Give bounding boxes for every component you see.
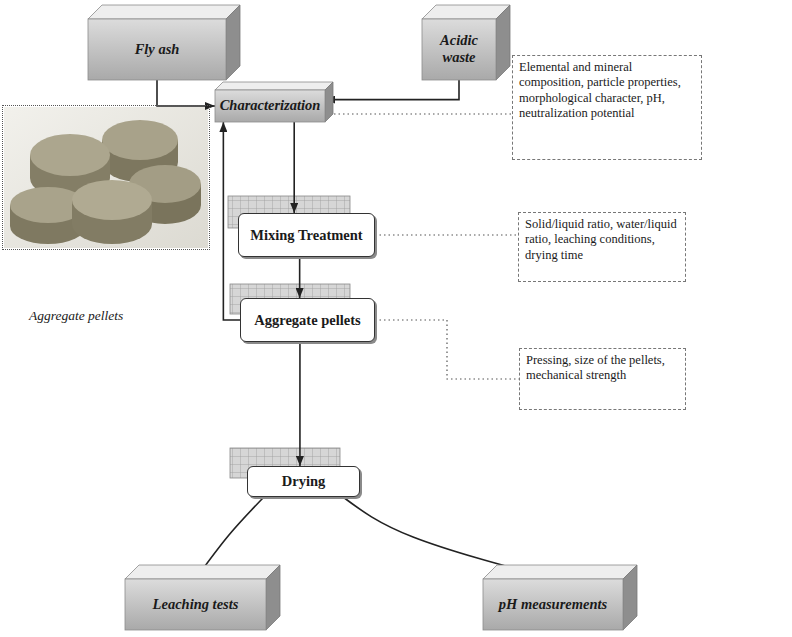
- flow-arrow: [157, 80, 215, 106]
- output-block: Leaching tests: [125, 565, 280, 630]
- block-side: [266, 565, 280, 630]
- leader-line: [325, 113, 512, 114]
- leader-line: [375, 234, 518, 235]
- process-box: Aggregate pellets: [240, 298, 375, 342]
- block-side: [325, 82, 333, 122]
- node-text: Aggregate pellets: [254, 312, 360, 329]
- pellet: [72, 180, 152, 244]
- block-front: [422, 19, 496, 80]
- process-box: Drying: [247, 466, 360, 497]
- step-block: Characterization: [215, 82, 333, 122]
- pellet-photo: [4, 107, 208, 248]
- note-box: Elemental and mineral composition, parti…: [512, 55, 702, 160]
- block-side: [496, 5, 510, 80]
- node-text: Leaching tests: [153, 596, 239, 613]
- node-text: Pressing, size of the pellets, mechanica…: [526, 353, 679, 384]
- node-text: Mixing Treatment: [250, 227, 362, 244]
- photo-frame: Aggregate pellets: [2, 105, 210, 250]
- flow-arrow: [299, 342, 301, 466]
- note-box: Solid/liquid ratio, water/liquid ratio, …: [518, 212, 686, 282]
- node-text: Aggregate pellets: [29, 308, 123, 324]
- block-front: [88, 19, 226, 80]
- note-box: Pressing, size of the pellets, mechanica…: [519, 348, 686, 410]
- block-top: [215, 82, 333, 90]
- output-block: pH measurements: [483, 565, 637, 630]
- block-top: [483, 565, 637, 579]
- block-side: [226, 5, 240, 80]
- node-text: Solid/liquid ratio, water/liquid ratio, …: [525, 217, 679, 263]
- node-text: Drying: [282, 473, 326, 490]
- node-text: Fly ash: [135, 41, 180, 58]
- input-block: Acidic waste: [422, 5, 510, 80]
- flow-arrow: [325, 80, 459, 100]
- block-front: [125, 579, 266, 630]
- flow-arrow: [299, 257, 301, 298]
- block-top: [88, 5, 240, 19]
- node-text: Elemental and mineral composition, parti…: [519, 60, 695, 121]
- block-side: [623, 565, 637, 630]
- node-text: Characterization: [220, 97, 321, 114]
- block-top: [422, 5, 510, 19]
- block-front: [483, 579, 623, 630]
- block-top: [125, 565, 280, 579]
- node-text: Acidic waste: [428, 32, 490, 65]
- photo-ground: [4, 107, 208, 248]
- flow-arrow: [293, 122, 295, 213]
- node-text: pH measurements: [499, 596, 607, 613]
- input-block: Fly ash: [88, 5, 240, 80]
- process-box: Mixing Treatment: [238, 213, 375, 257]
- block-front: [215, 90, 325, 122]
- leader-line: [375, 320, 519, 379]
